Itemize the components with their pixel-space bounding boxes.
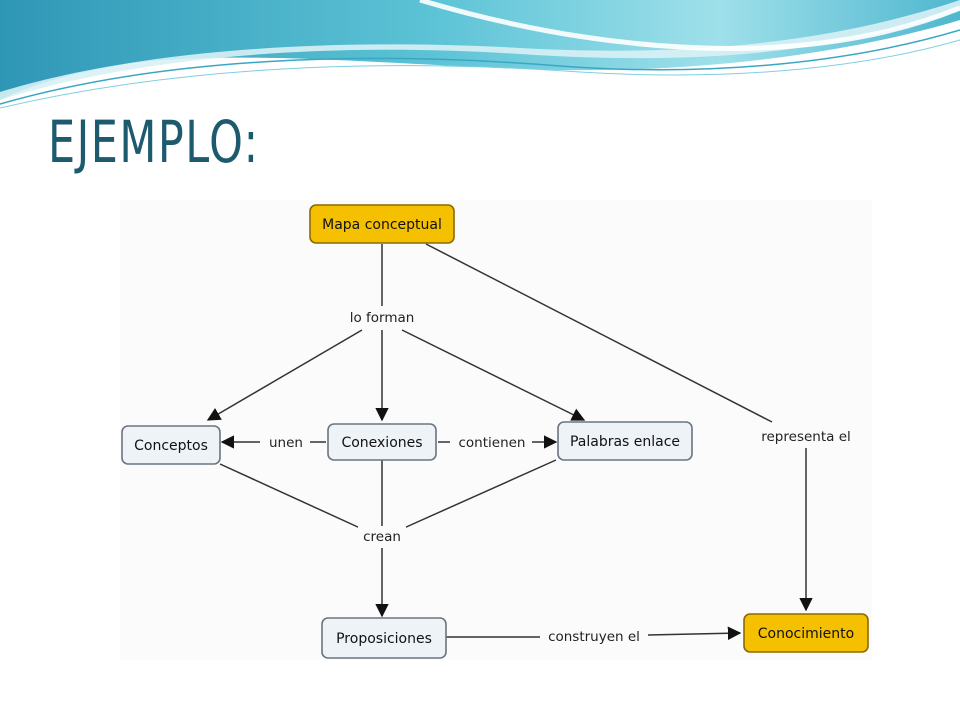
node-conocimiento-label: Conocimiento bbox=[758, 626, 854, 642]
link-label-lo-forman: lo forman bbox=[350, 310, 415, 326]
edge-conceptos-to-crean bbox=[219, 463, 361, 529]
link-label-representa-el: representa el bbox=[761, 429, 851, 445]
concept-map-diagram: lo forman unen contienen crean construye… bbox=[121, 204, 869, 659]
concept-map-panel: lo forman unen contienen crean construye… bbox=[120, 200, 872, 660]
header-wave-decoration bbox=[0, 0, 960, 109]
edge-loforman-to-palabras bbox=[401, 329, 586, 421]
slide-title: EJEMPLO: bbox=[48, 108, 260, 176]
edge-mapa-to-representa bbox=[425, 243, 773, 423]
link-label-construyen-el: construyen el bbox=[548, 629, 640, 645]
node-proposiciones-label: Proposiciones bbox=[336, 631, 432, 647]
node-conexiones-label: Conexiones bbox=[341, 435, 422, 451]
node-mapa-conceptual-label: Mapa conceptual bbox=[322, 217, 442, 233]
node-conocimiento: Conocimiento bbox=[743, 613, 869, 653]
node-mapa-conceptual: Mapa conceptual bbox=[309, 204, 455, 244]
node-proposiciones: Proposiciones bbox=[321, 617, 447, 659]
node-palabras-enlace-label: Palabras enlace bbox=[570, 434, 680, 450]
node-conceptos-label: Conceptos bbox=[134, 438, 208, 454]
node-palabras-enlace: Palabras enlace bbox=[557, 421, 693, 461]
edge-loforman-to-conceptos bbox=[206, 329, 363, 421]
link-label-contienen: contienen bbox=[458, 435, 525, 451]
edge-construyen-to-conocimiento bbox=[647, 626, 742, 641]
node-conceptos: Conceptos bbox=[121, 425, 221, 465]
link-label-unen: unen bbox=[269, 435, 303, 451]
node-conexiones: Conexiones bbox=[327, 423, 437, 461]
link-label-crean: crean bbox=[363, 529, 401, 545]
edge-palabras-to-crean bbox=[403, 459, 557, 529]
